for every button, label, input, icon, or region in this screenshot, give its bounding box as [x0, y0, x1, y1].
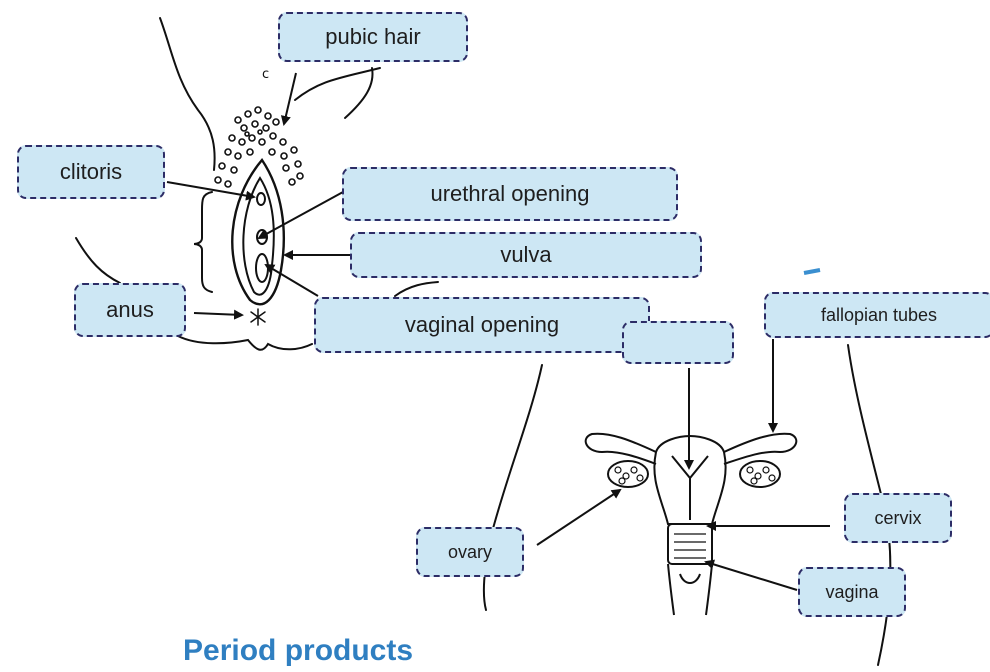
- torso-outline: [484, 345, 890, 665]
- right-thigh-lower: [395, 282, 438, 296]
- vaginal-opening-shape: [256, 254, 268, 282]
- bracket: [194, 192, 212, 292]
- clitoris-pointer: [167, 182, 254, 197]
- cervix-label[interactable]: cervix: [844, 493, 952, 543]
- ovary-left-follicles: [615, 467, 643, 484]
- pubic-hair-pointer: [284, 73, 296, 124]
- svg-text:c: c: [262, 67, 269, 82]
- blue-fragment: [804, 270, 820, 273]
- pubic-hair-dots: [215, 107, 303, 187]
- left-leg-outline: [76, 238, 120, 283]
- pubic-hair-label[interactable]: pubic hair: [278, 12, 468, 62]
- vulva-label[interactable]: vulva: [350, 232, 702, 278]
- vagina-pointer: [706, 562, 797, 590]
- buttocks-outline: [178, 336, 312, 350]
- ovary-pointer: [537, 490, 620, 545]
- urethral-opening-label[interactable]: urethral opening: [342, 167, 678, 221]
- ovary-label[interactable]: ovary: [416, 527, 524, 577]
- vagina-canal: [668, 564, 712, 615]
- section-heading: Period products: [183, 634, 413, 668]
- fallopian-tube-right: [724, 434, 796, 464]
- ovary-right-follicles: [747, 467, 775, 484]
- anus-label[interactable]: anus: [74, 283, 186, 337]
- fallopian-tubes-label[interactable]: fallopian tubes: [764, 292, 990, 338]
- uterus-drawing: [586, 434, 797, 615]
- anus-star: [251, 309, 265, 325]
- blank-answer-box[interactable]: [622, 321, 734, 364]
- vagina-label[interactable]: vagina: [798, 567, 906, 617]
- vaginal-opening-label[interactable]: vaginal opening: [314, 297, 650, 353]
- vagina-lower: [680, 574, 700, 583]
- clitoris-label[interactable]: clitoris: [17, 145, 165, 199]
- internal-pointers: [537, 339, 830, 590]
- fallopian-tube-left: [586, 434, 656, 464]
- anus-pointer: [194, 313, 242, 315]
- right-thigh-outline: [295, 68, 380, 100]
- left-thigh-outline: [160, 18, 215, 170]
- cervix-lines: [674, 534, 706, 558]
- clitoris-shape: [257, 193, 265, 205]
